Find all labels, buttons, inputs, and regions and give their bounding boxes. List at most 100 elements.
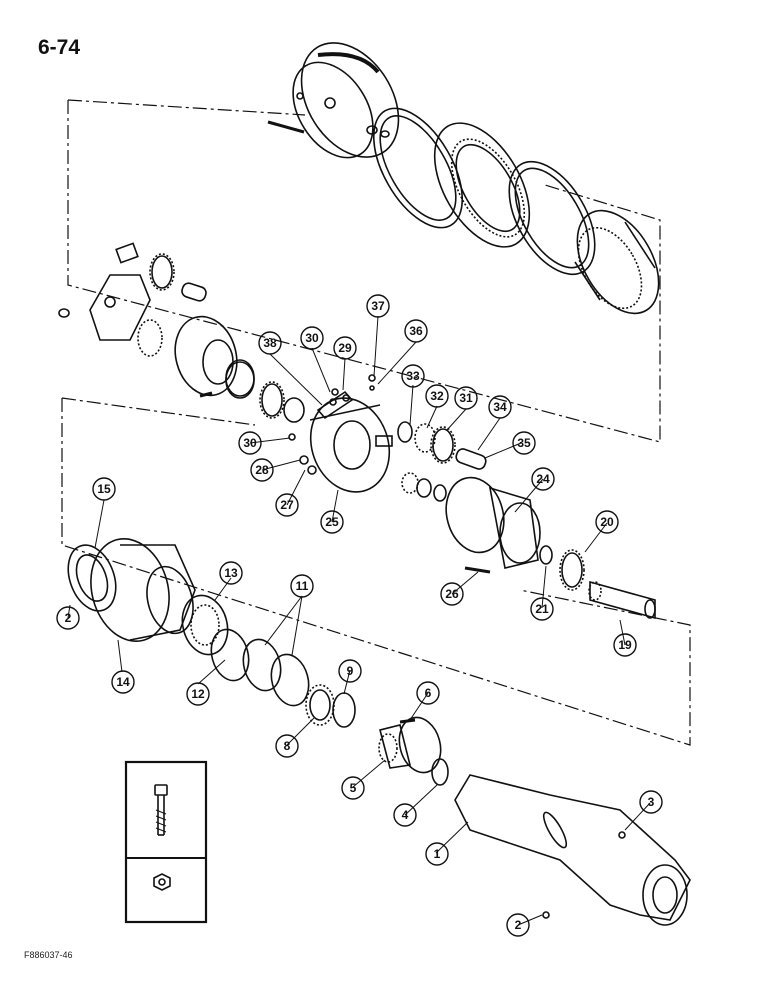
alignment-lines [61, 99, 691, 746]
callout-32: 32 [425, 384, 449, 408]
shim-rings [210, 628, 310, 707]
svg-text:20: 20 [600, 515, 614, 529]
svg-text:2: 2 [65, 611, 72, 625]
svg-text:36: 36 [409, 324, 423, 338]
svg-text:30: 30 [243, 436, 257, 450]
callout-4: 4 [393, 803, 417, 827]
svg-text:3: 3 [648, 795, 655, 809]
drive-shaft [588, 580, 656, 620]
callout-11: 11 [290, 574, 314, 598]
callout-13: 13 [219, 561, 243, 585]
callout-3: 3 [639, 790, 663, 814]
inner-bearing [305, 684, 335, 726]
callout-36: 36 [404, 319, 428, 343]
hub-oil-seal [67, 544, 117, 612]
callout-35: 35 [512, 431, 536, 455]
svg-text:38: 38 [263, 336, 277, 350]
svg-text:30: 30 [305, 331, 319, 345]
svg-text:28: 28 [255, 463, 269, 477]
figure-reference-code: F886037-46 [24, 950, 73, 960]
callout-31: 31 [454, 386, 478, 410]
sun-gear [559, 549, 585, 591]
upper-snap-ring [225, 359, 255, 397]
upper-sun-gear [259, 381, 305, 423]
callout-38: 38 [258, 331, 282, 355]
callout-28: 28 [250, 458, 274, 482]
callout-30: 30 [238, 431, 262, 455]
callout-33: 33 [401, 364, 425, 388]
svg-text:25: 25 [325, 515, 339, 529]
o-ring [431, 758, 449, 786]
gasket-ring-upper [372, 107, 464, 229]
svg-text:33: 33 [406, 369, 420, 383]
callout-34: 34 [488, 395, 512, 419]
outer-cover [292, 42, 400, 159]
callout-14: 14 [111, 670, 135, 694]
callout-12: 12 [186, 682, 210, 706]
callout-9: 9 [338, 659, 362, 683]
svg-text:4: 4 [402, 808, 409, 822]
upper-planet-gear [149, 253, 175, 291]
svg-text:6: 6 [425, 686, 432, 700]
svg-text:21: 21 [535, 602, 549, 616]
axle-flange [378, 716, 442, 774]
spacer-ring [539, 545, 553, 565]
svg-text:19: 19 [618, 638, 632, 652]
callouts: 1 2 2 3 4 5 6 8 9 11 12 13 14 15 19 20 2… [56, 294, 663, 937]
callout-30: 30 [300, 326, 324, 350]
callout-2: 2 [506, 913, 530, 937]
svg-text:37: 37 [371, 299, 385, 313]
callout-20: 20 [595, 510, 619, 534]
svg-text:1: 1 [434, 847, 441, 861]
cover-bolt [267, 92, 390, 138]
ring-gear-carrier [433, 122, 531, 248]
wheel-hub [90, 538, 196, 642]
thrust-washer [397, 421, 413, 443]
svg-text:5: 5 [350, 781, 357, 795]
svg-text:31: 31 [459, 391, 473, 405]
page-number: 6-74 [38, 36, 81, 59]
callout-1: 1 [425, 842, 449, 866]
callout-24: 24 [531, 467, 555, 491]
callout-15: 15 [92, 477, 116, 501]
svg-text:15: 15 [97, 482, 111, 496]
callout-29: 29 [333, 336, 357, 360]
upper-hub-flange [174, 315, 255, 399]
axle-housing [454, 774, 691, 926]
upper-gear-small [137, 319, 163, 357]
callout-8: 8 [275, 734, 299, 758]
flange-bolt [399, 718, 416, 724]
callout-2: 2 [56, 606, 80, 630]
svg-text:12: 12 [191, 687, 205, 701]
svg-text:26: 26 [445, 587, 459, 601]
svg-text:29: 29 [338, 341, 352, 355]
svg-text:2: 2 [515, 918, 522, 932]
ring-gear [574, 209, 660, 315]
spindle-washers [401, 472, 447, 502]
svg-text:27: 27 [280, 498, 294, 512]
svg-text:13: 13 [224, 566, 238, 580]
callout-5: 5 [341, 776, 365, 800]
planet-gear [430, 426, 456, 464]
hub-bearing-outer [181, 594, 229, 656]
callout-21: 21 [530, 597, 554, 621]
svg-text:14: 14 [116, 675, 130, 689]
svg-text:9: 9 [347, 664, 354, 678]
svg-text:24: 24 [536, 472, 550, 486]
callout-26: 26 [440, 582, 464, 606]
inset-nut-icon [153, 873, 171, 891]
bearing-cup [332, 692, 356, 728]
svg-text:8: 8 [284, 739, 291, 753]
inset-detail-box [124, 760, 208, 924]
planet-pin [455, 448, 487, 470]
leader-lines [67, 315, 651, 926]
inset-bolt-icon [154, 784, 168, 836]
carrier-hardware [288, 374, 376, 475]
svg-text:34: 34 [493, 400, 507, 414]
planet-bearing [414, 423, 436, 453]
callout-25: 25 [320, 510, 344, 534]
callout-27: 27 [275, 493, 299, 517]
callout-6: 6 [416, 681, 440, 705]
upper-planet-pin [181, 282, 207, 302]
